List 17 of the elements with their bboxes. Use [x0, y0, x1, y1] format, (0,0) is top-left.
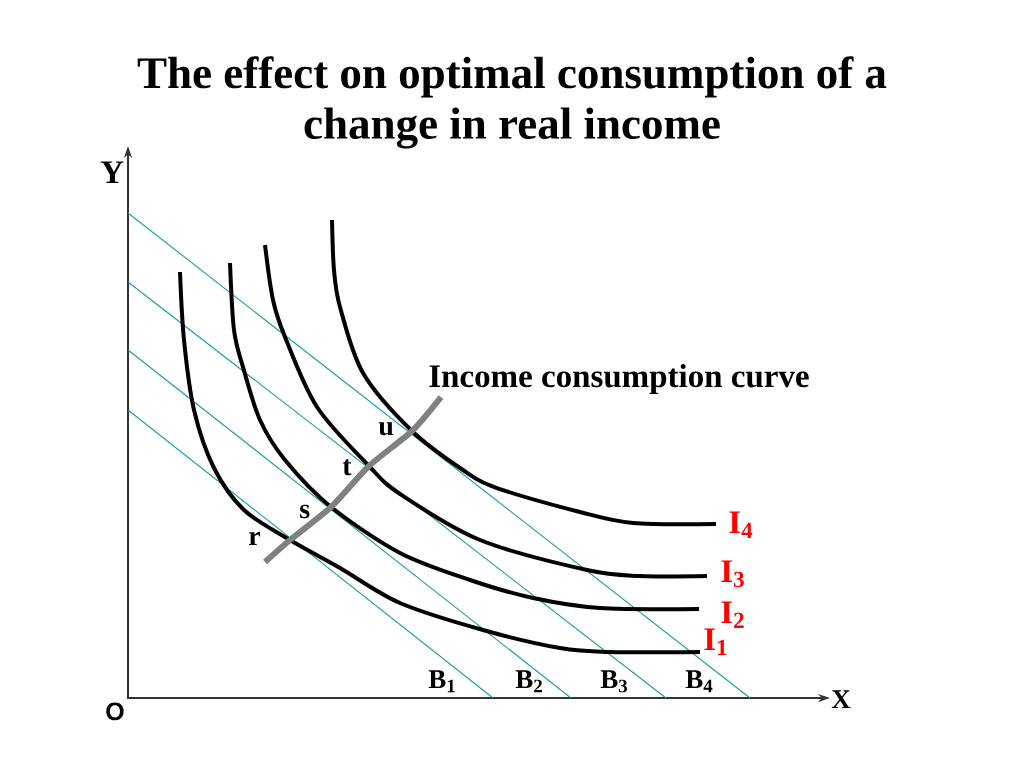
- point-label: u: [378, 422, 394, 436]
- budget-line-label: B$_{3}$: [600, 670, 628, 693]
- axis-label: Y: [100, 161, 124, 183]
- curve-label: I$_{3}$: [721, 560, 744, 588]
- budget-line-label: B$_{4}$: [685, 670, 713, 693]
- point-label: t: [342, 459, 352, 476]
- point-label: r: [249, 531, 261, 545]
- curve-label: Income consumption curve: [429, 364, 809, 395]
- axis-label: X: [831, 690, 851, 708]
- origin-label: O: [106, 702, 124, 721]
- curve-label: I$_{4}$: [729, 511, 753, 538]
- title: The effect on optimal consumption of a change in real income: [137, 56, 887, 149]
- curve-label: I$_{1}$: [704, 628, 727, 655]
- budget-line-label: B$_{1}$: [428, 670, 455, 693]
- curve-label: I$_{2}$: [721, 601, 744, 628]
- point-label: s: [300, 504, 310, 519]
- budget-line-label: B$_{2}$: [515, 670, 542, 693]
